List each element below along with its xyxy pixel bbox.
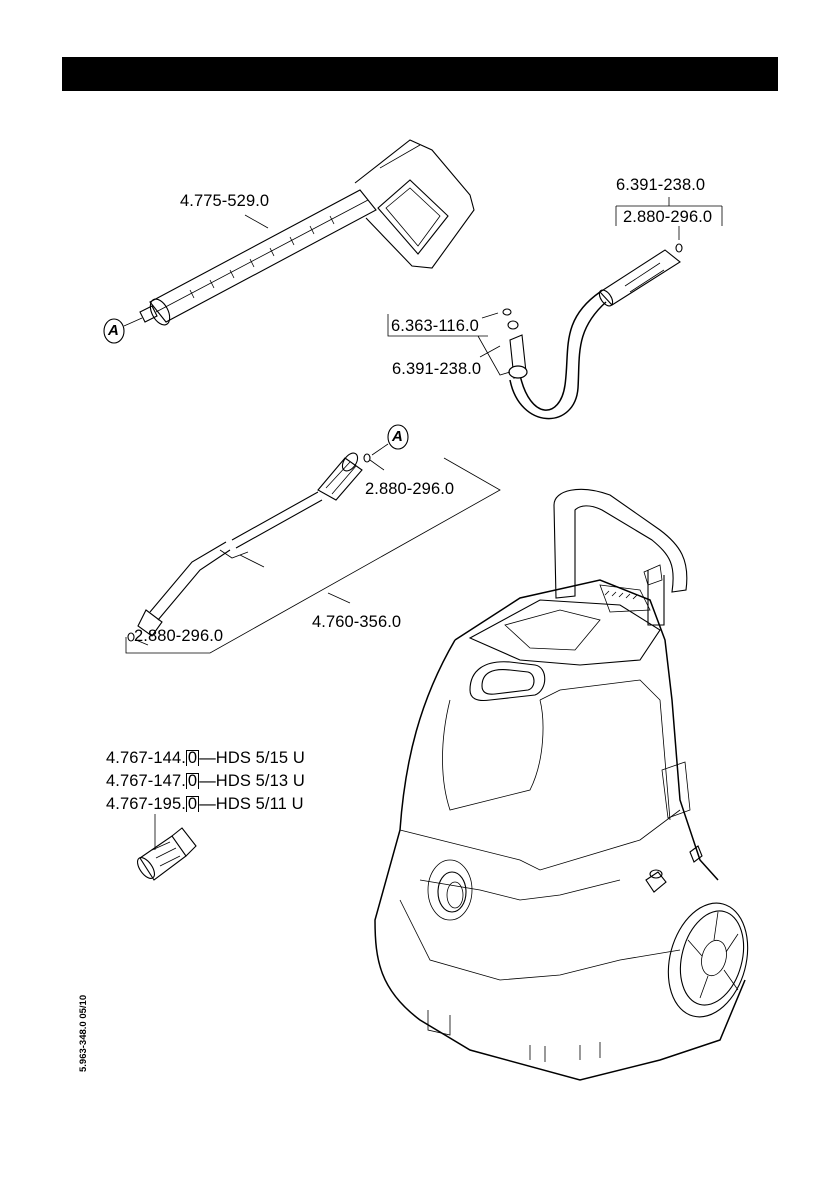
part-label-hose-lower: 6.391-238.0 (392, 360, 482, 378)
spray-lance-drawing (127, 452, 371, 642)
nozzle-part-number: 4.767-144. (106, 749, 186, 767)
part-label-oring-lance-bottom: 2.880-296.0 (134, 627, 224, 645)
trigger-gun-drawing (139, 139, 475, 326)
document-code: 5.963-348.0 05/10 (78, 994, 89, 1072)
connection-marker-a-circle-2 (387, 424, 409, 450)
nozzle-row: 4.767-147.0—HDS 5/13 U (106, 772, 305, 790)
connection-marker-a-circle-1 (103, 318, 125, 344)
nozzle-part-number: 4.767-147. (106, 772, 186, 790)
nozzle-model: HDS 5/13 U (215, 772, 305, 790)
nozzle-part-number: 4.767-195. (106, 795, 186, 813)
nozzle-part-suffix: 0 (185, 772, 200, 790)
part-label-spray-lance: 4.760-356.0 (312, 613, 402, 631)
part-label-oring-lance-top: 2.880-296.0 (365, 480, 455, 498)
part-label-hose-top: 6.391-238.0 (616, 176, 706, 194)
nozzle-row: 4.767-144.0—HDS 5/15 U (106, 749, 305, 767)
nozzle-part-suffix: 0 (185, 795, 200, 813)
nozzle-row: 4.767-195.0—HDS 5/11 U (106, 795, 304, 813)
nozzle-model: HDS 5/15 U (215, 749, 305, 767)
part-label-oring-top: 2.880-296.0 (623, 208, 713, 226)
connection-marker-a-1: A (108, 322, 119, 339)
connection-marker-a-2: A (392, 428, 403, 445)
hose-drawing (502, 243, 683, 420)
nozzle-model: HDS 5/11 U (215, 795, 304, 813)
part-label-trigger-gun: 4.775-529.0 (180, 192, 270, 210)
nozzle-drawing (136, 814, 197, 881)
pressure-washer-drawing (374, 488, 749, 1081)
header-bar (62, 57, 778, 91)
nozzle-part-suffix: 0 (185, 749, 200, 767)
part-label-hose-coupling: 6.363-116.0 (391, 317, 479, 335)
